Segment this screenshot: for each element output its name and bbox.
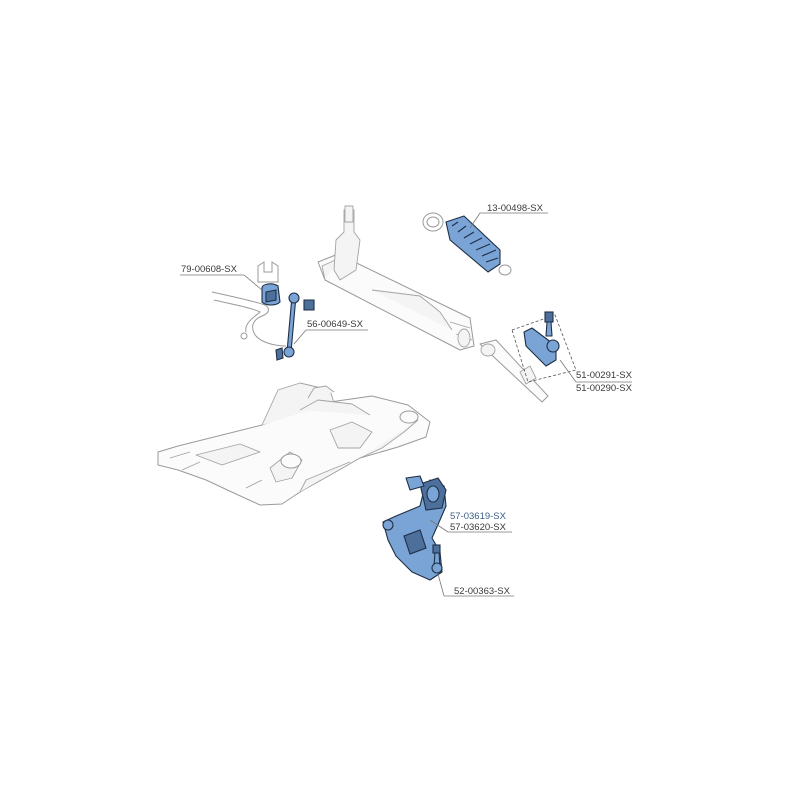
label-stab-link: 56-00649-SX [307,319,364,330]
label-ball-joint: 52-00363-SX [454,586,511,597]
subframe [157,382,431,506]
label-boot: 13-00498-SX [487,203,544,214]
tie-rod [479,339,549,403]
control-arm-part [382,475,447,581]
label-control-arm-1: 57-03619-SX [450,511,507,522]
stabilizer-bar [211,291,287,347]
label-tie-rod-end-1: 51-00291-SX [576,370,633,381]
label-bushing: 79-00608-SX [181,264,238,275]
ball-joint-part [431,544,443,574]
bushing-part [257,261,281,306]
steering-rack [317,205,475,351]
part-labels: 13-00498-SX 79-00608-SX 56-00649-SX 51-0… [181,203,633,597]
tie-rod-end-part [511,311,577,383]
label-tie-rod-end-2: 51-00290-SX [576,383,633,394]
label-control-arm-2: 57-03620-SX [450,522,507,533]
leader-lines [180,212,632,597]
stabilizer-link-part [275,292,315,361]
boot-part [422,212,512,276]
